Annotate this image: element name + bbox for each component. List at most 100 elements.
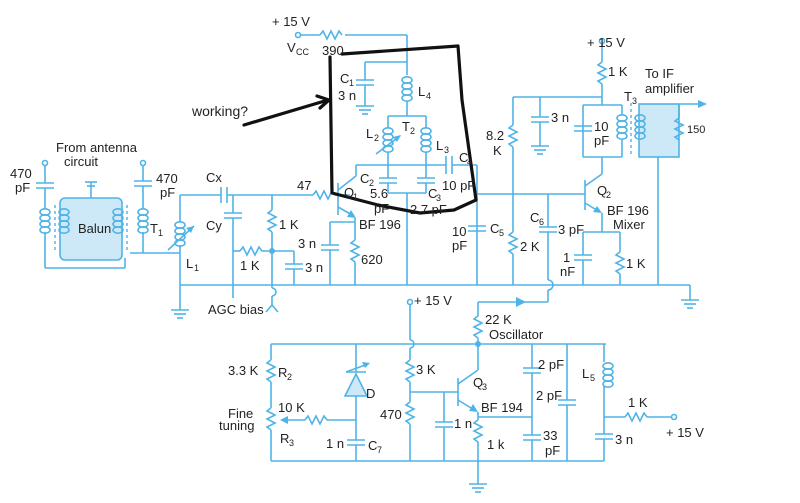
label-470pf-right: 470 [156,171,178,186]
label-10k: 10 K [278,400,305,415]
label-c2-sub: 2 [369,178,374,188]
annotation-markup [242,44,478,215]
label-c3-value: 2.7 pF [410,202,447,217]
label-q3: Q [473,375,483,390]
label-l3-sub: 3 [444,145,449,155]
label-l1: L [186,256,193,271]
label-470pf-right-unit: pF [160,185,175,200]
balun-section [36,159,180,269]
label-osc-15v: + 15 V [414,293,452,308]
label-q1: Q [344,185,354,200]
resistor-1k-collector [596,61,608,85]
label-c5: C [490,221,499,236]
label-c1-sub: 1 [349,78,354,88]
rf-input-network [167,187,690,319]
label-c7-sub: 7 [377,445,382,455]
label-l2: L [366,126,373,141]
label-q2-type: BF 196 [607,203,649,218]
label-c2-value: 5.6 [370,186,388,201]
label-c7: C [368,438,377,453]
label-33pf: 33 [543,428,557,443]
label-q1-type: BF 196 [359,217,401,232]
label-2pf-b: 2 pF [536,388,562,403]
label-c6-sub: 6 [539,217,544,227]
label-r2: R [278,365,287,380]
label-l2-sub: 2 [374,133,379,143]
label-l5-sub: 5 [590,373,595,383]
label-1k-b: 1 K [240,258,260,273]
label-c2: C [360,171,369,186]
resistor-470 [404,401,416,425]
label-q1-sub: 1 [353,192,358,202]
resistor-620 [349,239,361,263]
inductor-l3 [420,127,432,153]
label-1k-a: 1 K [279,217,299,232]
label-r3: R [280,431,289,446]
annotation-text: working? [191,103,248,119]
label-r2-sub: 2 [287,372,292,382]
label-mixer: Mixer [613,217,645,232]
label-8k2-unit: K [493,143,502,158]
label-c7-value: 1 n [326,436,344,451]
label-q3-type: BF 194 [481,400,523,415]
label-390: 390 [322,43,344,58]
label-1n-q3: 1 n [454,416,472,431]
label-r3-sub: 3 [289,438,294,448]
label-150: 150 [687,124,705,136]
label-t1-sub: 1 [158,228,163,238]
label-to-if-2: amplifier [645,81,695,96]
label-10pf: 10 [594,119,608,134]
label-c4: C [459,150,468,165]
label-1k-collector: 1 K [608,64,628,79]
label-1k-l5: 1 K [628,395,648,410]
label-33pf-unit: pF [545,443,560,458]
label-q2: Q [597,183,607,198]
resistor-22k [472,315,484,339]
resistor-1k-a [266,209,278,233]
label-3n-l5: 3 n [615,432,633,447]
label-c1: C [340,71,349,86]
label-c2-unit: pF [374,201,389,216]
label-3k: 3 K [416,362,436,377]
label-3k3: 3.3 K [228,363,259,378]
label-1k-q3: 1 k [487,437,505,452]
label-c5-value: 10 [452,224,466,239]
mixer-section [468,96,700,309]
label-c6: C [530,210,539,225]
label-470pf-left: 470 [10,166,32,181]
resistor-r2 [265,359,277,383]
if-transformer-t3 [574,37,707,158]
label-vcc: V [287,40,296,55]
label-3n-c: 3 n [551,110,569,125]
annotation-outline [328,44,478,215]
resistor-1k-q3 [472,419,484,443]
label-470pf-left-unit: pF [15,180,30,195]
resistor-150 [673,117,685,141]
label-2pf-a: 2 pF [538,357,564,372]
label-c5-sub: 5 [499,228,504,238]
label-c5-unit: pF [452,238,467,253]
label-l3: L [436,138,443,153]
label-t2: T [402,119,410,134]
label-vcc-15v: + 15 V [272,14,310,29]
label-fine-tuning-2: tuning [219,418,254,433]
label-c6-value: 3 pF [558,222,584,237]
label-agc-bias: AGC bias [208,302,264,317]
label-1nf: 1 [563,250,570,265]
label-q3-sub: 3 [482,382,487,392]
label-from-antenna-2: circuit [64,154,98,169]
resistor-3k [404,359,416,383]
potentiometer-r3 [265,407,277,431]
label-l4: L [418,84,425,99]
label-8k2: 8.2 [486,128,504,143]
label-vcc-sub: CC [296,47,309,57]
label-c3: C [428,186,437,201]
label-620: 620 [361,252,383,267]
resistor-1k-e2 [614,251,626,275]
inductor-l5 [602,361,614,389]
label-mixer-15v: + 15 V [587,35,625,50]
inductor-l4 [401,76,413,102]
label-2k: 2 K [520,239,540,254]
label-3n-b: 3 n [305,260,323,275]
